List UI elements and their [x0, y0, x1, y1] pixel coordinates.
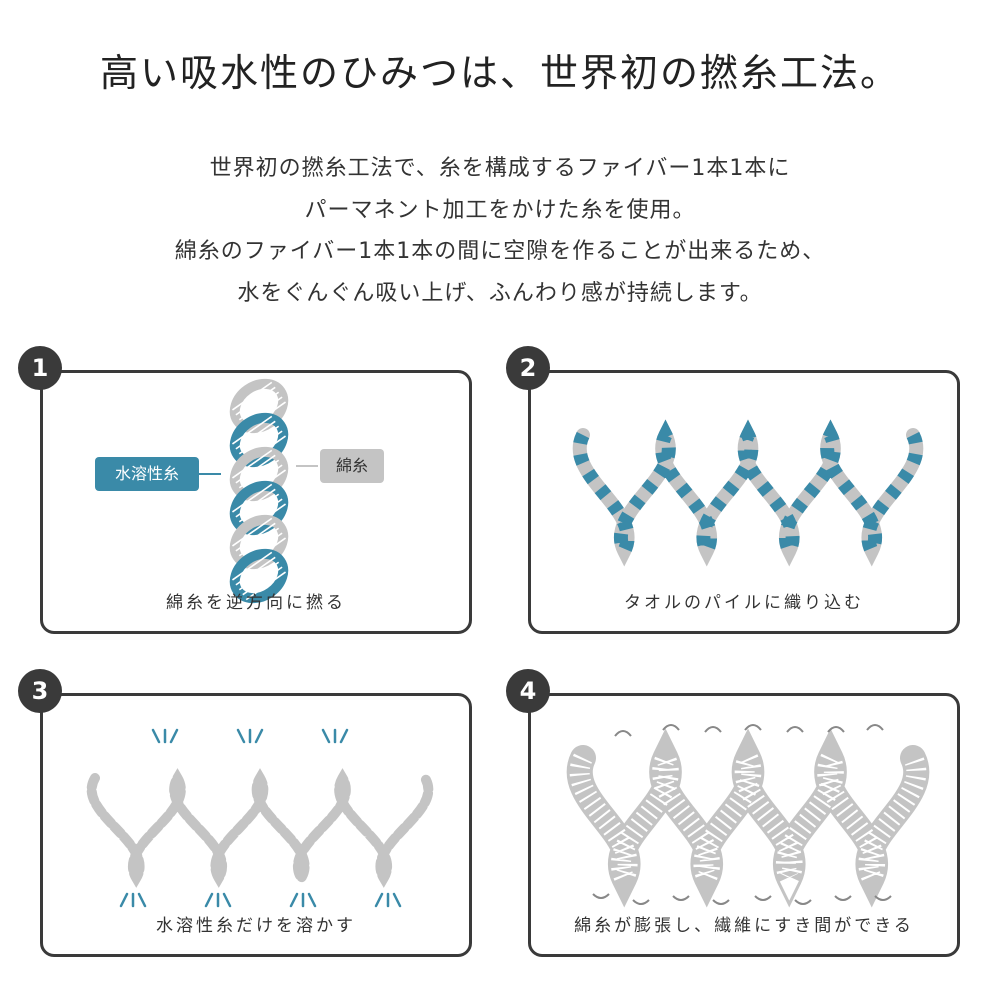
- yarn-stripe: [238, 493, 280, 523]
- expansion-arc: [704, 726, 722, 733]
- expansion-arc: [834, 895, 852, 901]
- description-line: 世界初の撚糸工法で、糸を構成するファイバー1本1本に: [209, 156, 791, 181]
- dissolve-tick: [339, 728, 349, 744]
- dissolve-tick: [236, 728, 246, 744]
- dissolve-tick: [169, 728, 179, 744]
- yarn-stripe: [231, 449, 273, 479]
- dissolve-tick: [137, 892, 147, 908]
- water-soluble-yarn-label: 水溶性糸: [95, 457, 199, 491]
- dissolve-tick: [307, 892, 317, 908]
- yarn-stripe: [238, 459, 280, 489]
- dissolve-tick: [374, 892, 384, 908]
- yarn-stripe: [238, 561, 280, 591]
- cotton-yarn-label: 綿糸: [320, 449, 384, 483]
- expansion-arc: [827, 726, 845, 733]
- dissolved-yarn-illustration: [86, 728, 434, 908]
- dissolve-tick: [222, 892, 232, 908]
- dissolve-tick: [321, 728, 331, 744]
- expansion-arc: [866, 724, 884, 731]
- dissolve-tick: [289, 892, 299, 908]
- yarn-stripe: [231, 483, 273, 513]
- step-number-1: 1: [18, 346, 62, 390]
- dissolve-tick: [119, 892, 129, 908]
- yarn-stripe: [235, 386, 276, 416]
- step-panel-3: 水溶性糸だけを溶かす: [40, 693, 472, 957]
- step-caption: 水溶性糸だけを溶かす: [156, 916, 356, 936]
- expansion-arc: [786, 726, 804, 733]
- expansion-arc: [794, 899, 812, 905]
- yarn-stripe: [235, 522, 276, 552]
- dissolve-tick: [392, 892, 402, 908]
- expansion-arc: [672, 895, 690, 901]
- dissolve-tick: [254, 728, 264, 744]
- dissolve-tick: [151, 728, 161, 744]
- expansion-arc: [744, 724, 762, 731]
- yarn-path: [86, 768, 434, 888]
- yarn-stripe: [235, 556, 276, 586]
- yarn-stripe: [245, 571, 287, 601]
- expanded-cotton-illustration: [566, 724, 930, 908]
- yarn-stripe: [238, 425, 280, 455]
- step-panel-2: タオルのパイルに織り込む: [528, 370, 960, 634]
- step-caption: タオルのパイルに織り込む: [624, 593, 864, 613]
- step-number-3: 3: [18, 669, 62, 713]
- step-number-4: 4: [506, 669, 550, 713]
- description-line: 水をぐんぐん吸い上げ、ふんわり感が持続します。: [237, 280, 763, 306]
- expansion-arc: [754, 895, 772, 901]
- yarn-stripe: [231, 551, 273, 581]
- description: 世界初の撚糸工法で、糸を構成するファイバー1本1本に パーマネント加工をかけた糸…: [0, 148, 1000, 314]
- dissolve-tick: [204, 892, 214, 908]
- step-number-2: 2: [506, 346, 550, 390]
- yarn-stripe: [238, 527, 280, 557]
- step-panel-4: 綿糸が膨張し、繊維にすき間ができる: [528, 693, 960, 957]
- yarn-stripe: [231, 381, 273, 411]
- yarn-stripe: [235, 488, 276, 518]
- description-line: パーマネント加工をかけた糸を使用。: [304, 197, 696, 223]
- step-panel-1: 水溶性糸 綿糸 綿糸を逆方向に撚る: [40, 370, 472, 634]
- yarn-path: [572, 419, 924, 567]
- yarn-strand: [229, 548, 289, 604]
- description-line: 綿糸のファイバー1本1本の間に空隙を作ることが出来るため、: [174, 239, 826, 264]
- expansion-arc: [614, 730, 632, 737]
- yarn-stripe: [235, 420, 276, 450]
- yarn-stripe: [242, 566, 283, 596]
- expansion-arc: [874, 895, 892, 901]
- step-caption: 綿糸が膨張し、繊維にすき間ができる: [574, 916, 914, 936]
- yarn-stripe: [231, 415, 273, 445]
- yarn-path: [569, 735, 927, 901]
- expansion-arc: [632, 899, 650, 905]
- step-caption: 綿糸を逆方向に撚る: [166, 593, 346, 613]
- expansion-arc: [592, 893, 610, 899]
- woven-pile-illustration: [572, 419, 924, 567]
- yarn-stripe: [235, 454, 276, 484]
- yarn-stripe: [238, 391, 280, 421]
- page-title: 高い吸水性のひみつは、世界初の撚糸工法。: [99, 51, 900, 95]
- twisted-yarn-illustration: [199, 378, 318, 604]
- expansion-arc: [712, 899, 730, 905]
- expansion-arc: [662, 724, 680, 731]
- yarn-stripe: [231, 517, 273, 547]
